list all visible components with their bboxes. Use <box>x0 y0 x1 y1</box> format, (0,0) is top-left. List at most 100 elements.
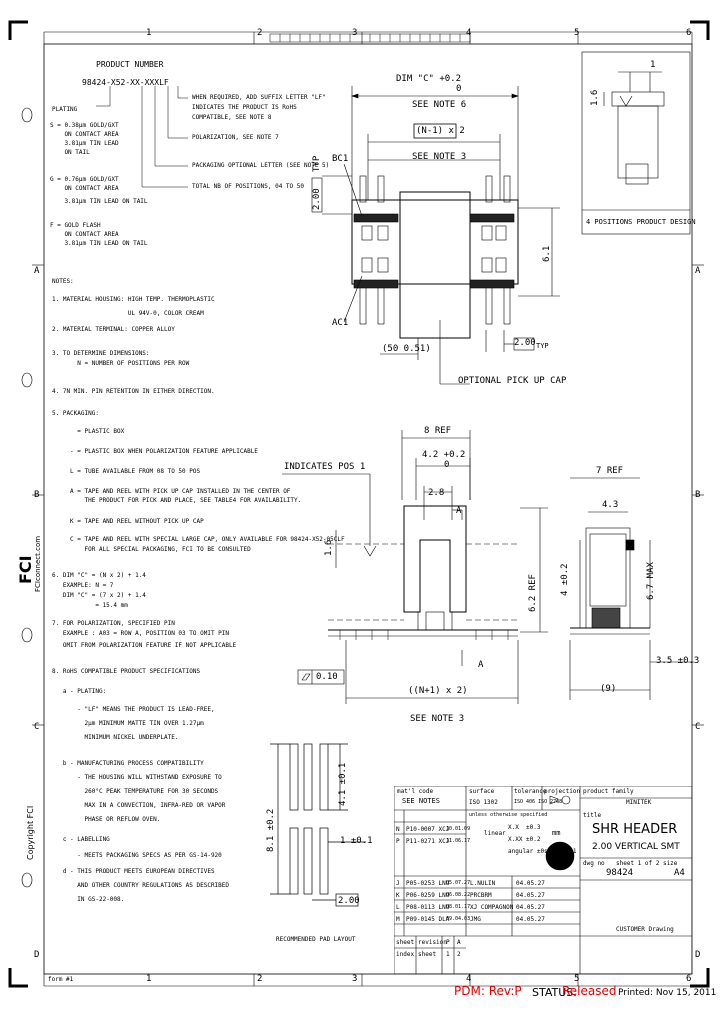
rev-row-P-letter: P <box>396 838 400 845</box>
sign-row-K-name: PRCBRM <box>470 892 492 899</box>
title-block-grid <box>394 786 692 974</box>
surface-value: ISO 1302 <box>469 799 498 806</box>
note-line: 7. FOR POLARIZATION, SPECIFIED PIN <box>52 620 175 627</box>
plating-line: ON CONTACT AREA <box>50 131 119 138</box>
plating-line: ON TAIL <box>50 149 90 156</box>
note-line: 3. TO DETERMINE DIMENSIONS: <box>52 350 150 357</box>
note-line: = PLASTIC BOX <box>52 428 125 435</box>
pad-dim-1: 1 ±0.1 <box>340 836 373 846</box>
dim-2-00-typ: 2.00 <box>514 338 536 348</box>
callout-suffix-2: INDICATES THE PRODUCT IS RoHS <box>192 104 297 111</box>
note-line: = 15.4 mm <box>52 602 128 609</box>
dim-4-3: 4.3 <box>602 500 619 510</box>
typ-right: TYP <box>536 342 549 350</box>
callout-polarization: POLARIZATION, SEE NOTE 7 <box>192 134 279 141</box>
zone-right-C: C <box>695 722 701 732</box>
sign-row-J-sdate: 04.05.27 <box>516 880 545 887</box>
plating-line: F = GOLD FLASH <box>50 222 101 229</box>
note-line: EXAMPLE : A03 = ROW A, POSITION 03 TO OM… <box>52 630 230 637</box>
note-line: MINIMUM NICKEL UNDERPLATE. <box>52 734 179 741</box>
dwg-no-label: dwg no <box>583 860 605 867</box>
zone-top-5: 5 <box>574 28 580 38</box>
note-line: b - MANUFACTURING PROCESS COMPATIBILITY <box>52 760 204 767</box>
scale-label: scale 1:1 <box>544 848 577 855</box>
note-line: 1. MATERIAL HOUSING: HIGH TEMP. THERMOPL… <box>52 296 215 303</box>
mm-label: mm <box>552 829 561 837</box>
dim-2-8: 2.8 <box>428 488 445 498</box>
pad-dim-8-1: 8.1 ±0.2 <box>266 808 276 852</box>
dim-3-5: 3.5 ±0.3 <box>656 656 700 666</box>
dim-4-2-tol: 0 <box>444 460 450 470</box>
plating-line: 3.81µm TIN LEAD ON TAIL <box>50 198 148 205</box>
note-line: N = NUMBER OF POSITIONS PER ROW <box>52 360 190 367</box>
rev-row-P-ecn: P11-0271 XCJ <box>406 838 450 845</box>
printed-date: Printed: Nov 15, 2011 <box>618 988 717 998</box>
note-line: - = PLASTIC BOX WHEN POLARIZATION FEATUR… <box>52 448 258 455</box>
note-line: PHASE OR REFLOW OVEN. <box>52 816 161 823</box>
zone-right-D: D <box>695 950 701 960</box>
sheet-label: sheet 1 of 2 size <box>616 860 678 867</box>
plating-line: ON CONTACT AREA <box>50 231 119 238</box>
plating-line: 3.81µm TIN LEAD ON TAIL <box>50 240 148 247</box>
sign-row-L-date: 08.01.17 <box>446 904 471 910</box>
note-line: 260°C PEAK TEMPERATURE FOR 30 SECONDS <box>52 788 219 795</box>
title-line-1: SHR HEADER <box>592 822 678 837</box>
dim-9: (9) <box>600 684 617 694</box>
n-minus-1-x2: (N-1) x 2 <box>416 126 465 136</box>
note-line: UL 94V-0, COLOR CREAM <box>52 310 204 317</box>
flatness-value: 0.10 <box>316 672 338 682</box>
dim-4-2: 4.2 +0.2 <box>422 450 466 460</box>
zone-bottom-3: 3 <box>352 974 358 984</box>
sign-row-L-letter: L <box>396 904 400 911</box>
dim-c-tol: 0 <box>456 84 462 94</box>
zone-bottom-2: 2 <box>257 974 263 984</box>
sign-row-L-ecn: P08-0113 LNU <box>406 904 450 911</box>
dim-50-051: (50 0.51) <box>382 344 431 354</box>
note-line: A = TAPE AND REEL WITH PICK UP CAP INSTA… <box>52 488 291 495</box>
plating-line: 3.81µm TIN LEAD <box>50 140 119 147</box>
sign-row-K-letter: K <box>396 892 400 899</box>
customer-drawing: CUSTOMER Drawing <box>616 926 674 933</box>
title-label: title <box>583 812 602 819</box>
product-number-code: 98424-X52-XX-XXXLF <box>82 78 169 87</box>
zone-top-4: 4 <box>466 28 472 38</box>
zone-top-3: 3 <box>352 28 358 38</box>
note-line: K = TAPE AND REEL WITHOUT PICK UP CAP <box>52 518 204 525</box>
sign-row-J-ecn: P05-0253 LNU <box>406 880 450 887</box>
note-line: 4. 7N MIN. PIN RETENTION IN EITHER DIREC… <box>52 388 215 395</box>
unless-label: unless otherwise specified <box>469 812 548 818</box>
note-line: C = TAPE AND REEL WITH SPECIAL LARGE CAP… <box>52 536 345 543</box>
pad-dim-4-1: 4.1 ±0.1 <box>338 762 348 806</box>
note-line: 2. MATERIAL TERMINAL: COPPER ALLOY <box>52 326 175 333</box>
side-view-caption: 4 POSITIONS PRODUCT DESIGN <box>586 218 696 226</box>
rev-row-P-date: 11.06.17 <box>446 838 471 844</box>
notes-title: NOTES: <box>52 278 74 285</box>
sheet-row-a: A <box>457 939 461 946</box>
note-line: 6. DIM "C" = (N x 2) + 1.4 <box>52 572 146 579</box>
sign-row-J-name: L.NULIN <box>470 880 496 887</box>
note-line: d - THIS PRODUCT MEETS EUROPEAN DIRECTIV… <box>52 868 215 875</box>
ref-7: 7 REF <box>596 466 624 476</box>
sign-row-J-letter: J <box>396 880 400 887</box>
index-row-1: 1 <box>446 951 450 958</box>
see-note-3-front: SEE NOTE 3 <box>410 714 465 724</box>
pad-layout-caption: RECOMMENDED PAD LAYOUT <box>276 936 356 943</box>
zone-left-D: D <box>34 950 40 960</box>
zone-bottom-1: 1 <box>146 974 152 984</box>
tol-1: X.X ±0.3 <box>508 824 541 831</box>
sign-row-M-date: 09.04.03 <box>446 916 471 922</box>
callout-packaging: PACKAGING OPTIONAL LETTER (SEE NOTE 5) <box>192 162 330 169</box>
note-line: - THE HOUSING WILL WITHSTAND EXPOSURE TO <box>52 774 222 781</box>
zone-bottom-5: 5 <box>574 974 580 984</box>
mat-code-value: SEE NOTES <box>402 797 440 805</box>
product-number-title: PRODUCT NUMBER <box>96 60 164 69</box>
rev-row-N-ecn: P10-0007 XCJ <box>406 826 450 833</box>
rev-row-N-letter: N <box>396 826 400 833</box>
note-line: a - PLATING: <box>52 688 107 695</box>
see-note-6: SEE NOTE 6 <box>412 100 467 110</box>
